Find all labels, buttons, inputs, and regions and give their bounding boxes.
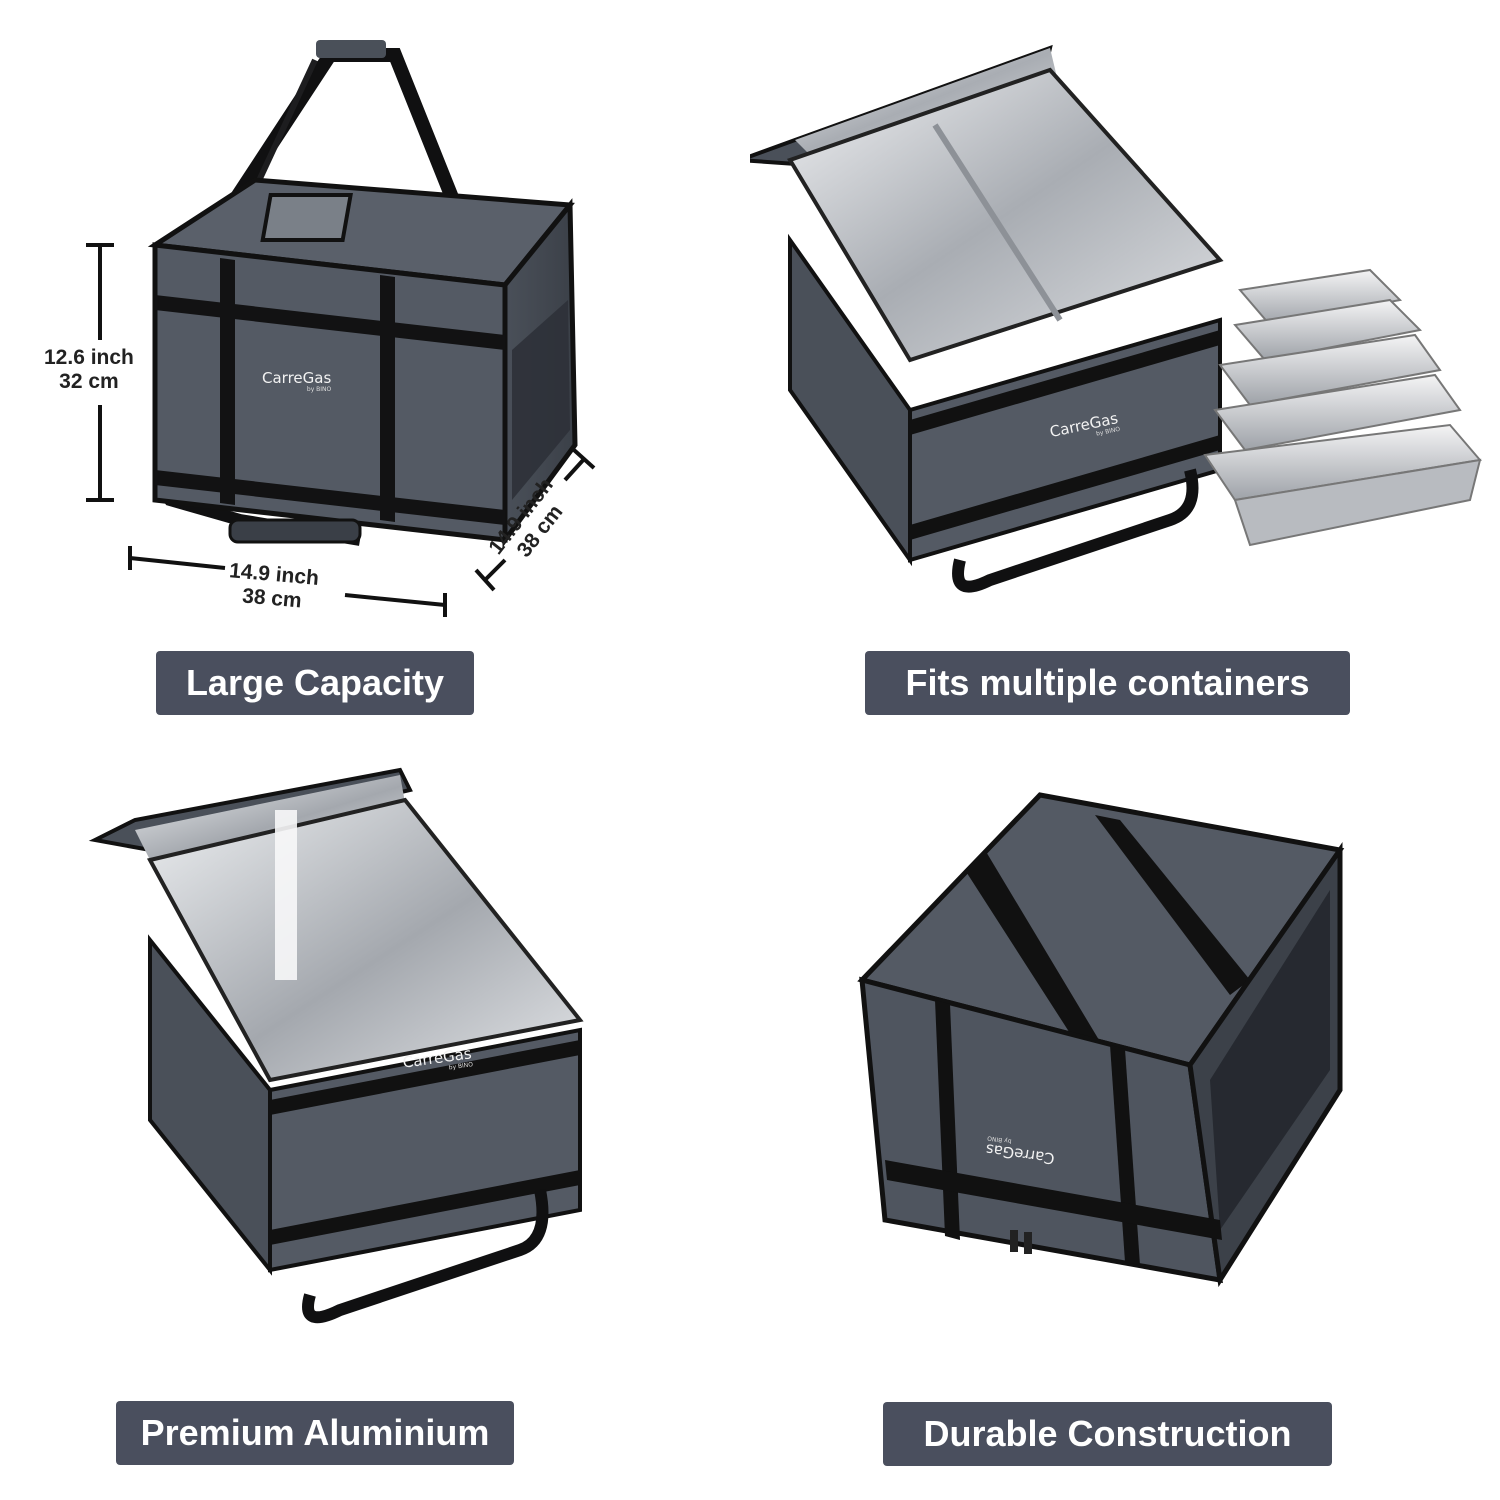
panel-large-capacity: CarreGas by BINO 12.6 inch 32 cm 14.9 in… <box>0 0 750 750</box>
height-dimension: 12.6 inch 32 cm <box>44 346 134 394</box>
badge-large-capacity: Large Capacity <box>156 651 474 715</box>
bag-closed-image <box>86 40 596 617</box>
panel-premium-aluminium: CarreGas by BINO Premium Aluminium <box>0 750 750 1500</box>
panel-fits-containers: CarreGas by BINO Fits multiple container… <box>750 0 1500 750</box>
panel-durable-construction: CarreGas by BINO Durable Construction <box>750 750 1500 1500</box>
bag-inverted-image <box>857 792 1345 1288</box>
bag-open-with-containers-image <box>750 44 1482 593</box>
bag-open-foil-image <box>88 767 584 1324</box>
brand-name: CarreGas <box>262 369 332 387</box>
brand-by: by BINO <box>306 386 332 393</box>
brand-logo: CarreGas by BINO <box>262 370 331 394</box>
badge-premium-aluminium: Premium Aluminium <box>116 1401 514 1465</box>
width-dimension: 14.9 inch 38 cm <box>226 559 320 615</box>
badge-durable-construction: Durable Construction <box>883 1402 1332 1466</box>
height-metric: 32 cm <box>59 370 119 393</box>
badge-fits-multiple-containers: Fits multiple containers <box>865 651 1350 715</box>
height-imperial: 12.6 inch <box>44 346 134 369</box>
